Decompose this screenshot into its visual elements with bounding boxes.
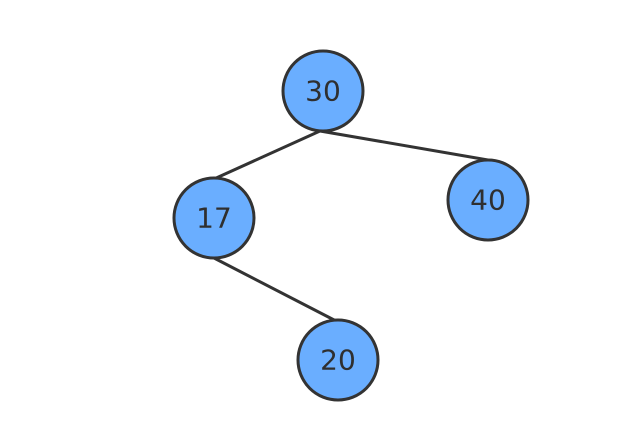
node-label: 20	[320, 344, 356, 377]
nodes-layer: 30 17 40 20	[172, 49, 530, 402]
tree-node-17: 17	[172, 176, 256, 260]
edges-layer	[213, 129, 489, 324]
edge-n30-n40	[319, 129, 489, 162]
tree-node-30: 30	[281, 49, 365, 133]
node-circle	[172, 176, 256, 260]
node-circle	[296, 318, 380, 402]
tree-node-20: 20	[296, 318, 380, 402]
node-circle	[281, 49, 365, 133]
edge-n17-n20	[213, 256, 339, 324]
node-label: 30	[305, 75, 341, 108]
tree-node-40: 40	[446, 158, 530, 242]
node-circle	[446, 158, 530, 242]
node-label: 17	[196, 202, 232, 235]
node-label: 40	[470, 184, 506, 217]
edge-n30-n17	[213, 129, 321, 181]
